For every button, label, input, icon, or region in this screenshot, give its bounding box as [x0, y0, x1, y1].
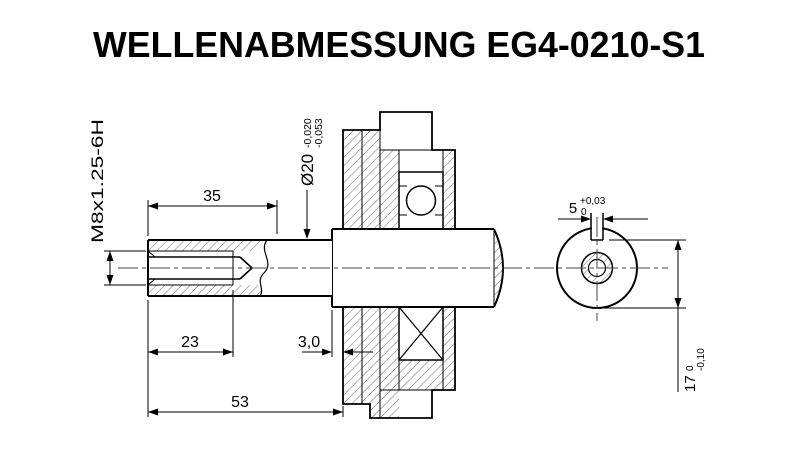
dim-key-height-tol-lower: -0,10 — [696, 348, 707, 371]
dimension-53: 53 — [147, 300, 344, 417]
dimension-35: 35 — [147, 188, 278, 236]
engine-flange-section — [342, 111, 456, 419]
dim-53-label: 53 — [231, 394, 249, 411]
dim-dia20-tol-upper: -0,020 — [302, 118, 314, 148]
flange-hatch-top-right — [443, 150, 455, 229]
dim-23-label: 23 — [181, 334, 199, 351]
dim-key-height-tol-upper: 0 — [685, 365, 696, 371]
dimensions: 35 M8x1.25-6H Ø20 -0,020 -0,053 — [88, 118, 707, 417]
dimension-diameter-20: Ø20 -0,020 -0,053 — [298, 118, 325, 239]
shaft-outline — [147, 239, 332, 297]
dim-key-height-label: 17 — [682, 375, 699, 392]
keyway-slot — [590, 213, 604, 241]
dim-key-width-tol-lower: 0 — [581, 207, 587, 218]
shaft-seal-section — [398, 306, 444, 361]
flange-hatch-bottom-right — [443, 307, 455, 390]
dim-35-label: 35 — [203, 188, 221, 205]
dimension-key-height: 17 0 -0,10 — [601, 239, 707, 392]
dim-key-width-tol-upper: +0,03 — [580, 196, 606, 207]
dimension-3-0: 3,0 — [298, 310, 373, 357]
dim-key-width-label: 5 — [569, 200, 577, 217]
dimension-thread-callout: M8x1.25-6H — [88, 119, 146, 286]
dim-dia20-tol-lower: -0,053 — [313, 118, 325, 148]
section-hatch-bottom — [148, 285, 266, 296]
centerlines — [118, 217, 668, 321]
dim-3-0-label: 3,0 — [298, 334, 320, 351]
ball-bearing-section — [398, 171, 444, 230]
page-title: WELLENABMESSUNG EG4-0210-S1 — [93, 24, 705, 65]
flange-feature-lines — [361, 130, 444, 418]
shaft-small-section — [147, 239, 332, 297]
flange-hatch-top-mid — [380, 150, 399, 229]
flange-hatch-under-seal — [399, 360, 443, 390]
dimension-23: 23 — [148, 290, 234, 357]
flange-hatch-bottom-left — [343, 307, 370, 404]
flange-outline-bottom — [342, 307, 456, 419]
flange-outline-top — [342, 111, 456, 229]
dim-thread-label: M8x1.25-6H — [88, 119, 107, 243]
bearing-ball — [405, 185, 437, 216]
break-line — [259, 239, 269, 297]
flange-hatch-bottom-mid — [370, 307, 399, 418]
tapped-hole-m8 — [147, 250, 253, 286]
dim-dia20-label: Ø20 — [298, 154, 317, 186]
section-hatch-top — [148, 240, 266, 251]
dimension-key-width: 5 +0,03 0 — [558, 196, 648, 223]
end-view-hatched-ring — [581, 252, 613, 284]
